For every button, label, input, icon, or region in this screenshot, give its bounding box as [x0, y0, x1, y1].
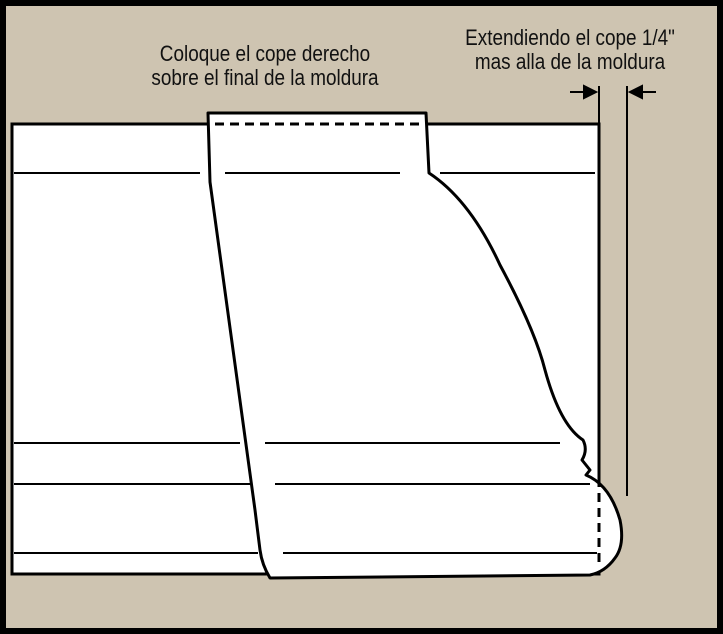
coped-piece [206, 111, 624, 580]
instruction-line-1: Coloque el cope derecho [159, 41, 371, 66]
instruction-line-2: sobre el final de la moldura [151, 65, 379, 90]
instruction-label-extend-cope: Extendiendo el cope 1/4" mas alla de la … [424, 26, 716, 74]
arrow-right-dimension [627, 84, 656, 100]
instruction-label-place-cope: Coloque el cope derecho sobre el final d… [97, 42, 432, 90]
arrow-left-dimension [570, 84, 599, 100]
extend-line-1: Extendiendo el cope 1/4" [465, 25, 675, 50]
coped-piece-lines [225, 172, 597, 554]
extend-line-2: mas alla de la moldura [474, 49, 666, 74]
